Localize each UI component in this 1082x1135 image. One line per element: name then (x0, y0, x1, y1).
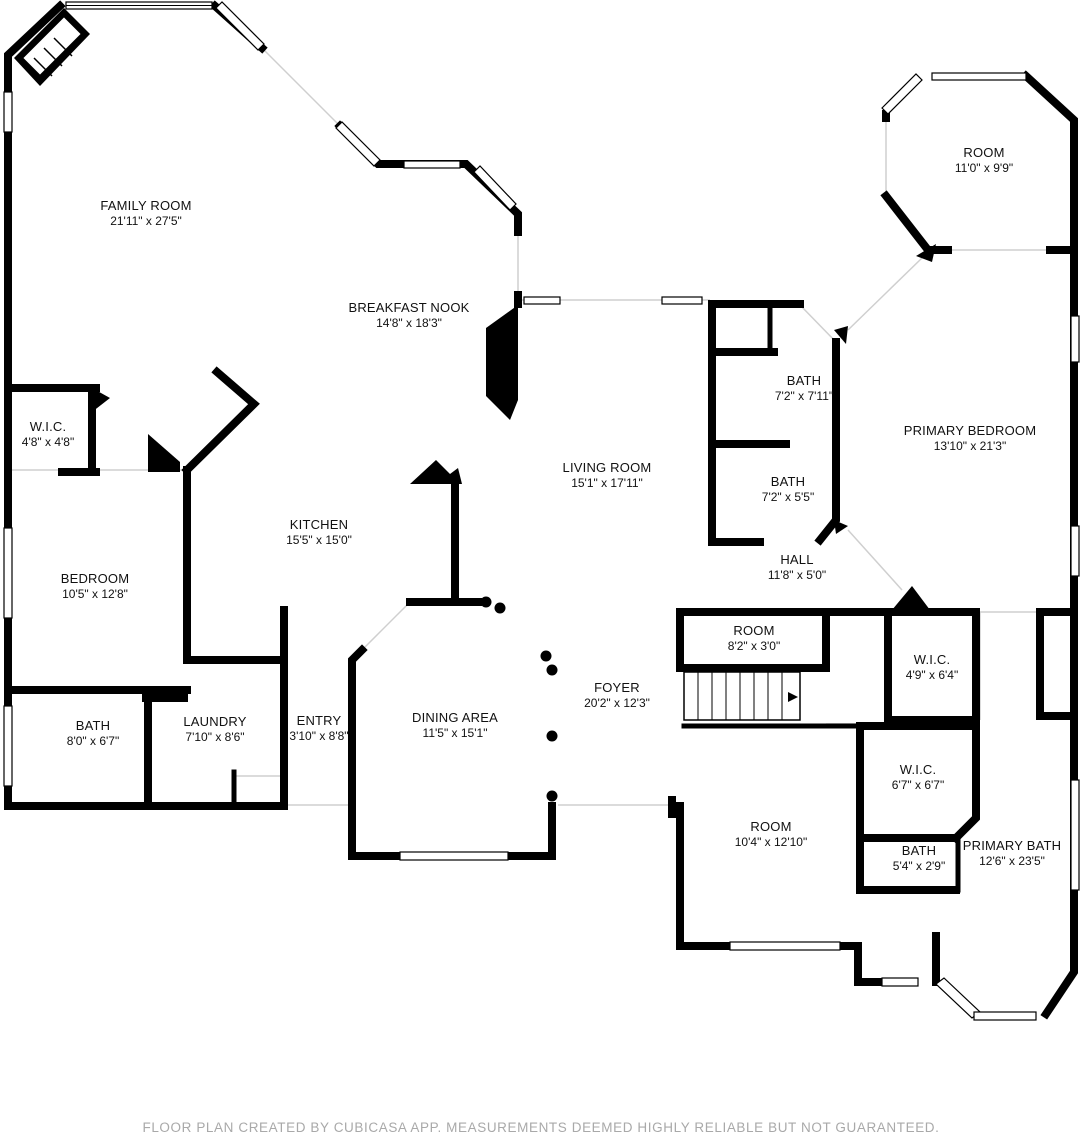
room-dims: 12'6" x 23'5" (979, 854, 1045, 868)
fixtures (14, 8, 936, 802)
room-name: ENTRY (297, 713, 342, 728)
room-dims: 11'0" x 9'9" (955, 161, 1013, 175)
room-name: LAUNDRY (183, 714, 246, 729)
room-dims: 7'2" x 5'5" (762, 490, 814, 504)
window (881, 977, 919, 987)
room-dims: 20'2" x 12'3" (584, 696, 650, 710)
room-dims: 7'2" x 7'11" (775, 389, 833, 403)
room-dims: 6'7" x 6'7" (892, 778, 944, 792)
window (1070, 525, 1080, 577)
window (1070, 779, 1080, 891)
wic-corner-notch (92, 388, 110, 412)
window (3, 91, 13, 133)
column (546, 664, 558, 676)
room-dims: 4'9" x 6'4" (906, 668, 958, 682)
room-name: KITCHEN (290, 517, 348, 532)
room-name: W.I.C. (900, 762, 937, 777)
window (881, 73, 923, 115)
room-dims: 21'11" x 27'5" (110, 214, 182, 228)
room-name: BATH (76, 718, 111, 733)
room-name: ROOM (750, 819, 791, 834)
window (523, 296, 561, 305)
room-dims: 15'5" x 15'0" (286, 533, 352, 547)
window (403, 160, 461, 169)
room-name: BATH (902, 843, 937, 858)
column (494, 602, 506, 614)
room-dims: 11'5" x 15'1" (423, 726, 488, 740)
room-name: BATH (787, 373, 822, 388)
room-dims: 8'0" x 6'7" (67, 734, 119, 748)
room-dims: 8'2" x 3'0" (728, 639, 780, 653)
window (215, 1, 265, 51)
room-name: FOYER (594, 680, 640, 695)
column (546, 730, 558, 742)
room-dims: 11'8" x 5'0" (768, 568, 826, 582)
hall-corner-block-2 (834, 520, 848, 534)
room-name: PRIMARY BATH (963, 838, 1061, 853)
hall-corner-block (892, 586, 930, 610)
window (729, 941, 841, 951)
room-dims: 5'4" x 2'9" (893, 859, 945, 873)
room-dims: 14'8" x 18'3" (376, 316, 442, 330)
staircase (683, 671, 801, 721)
window (1070, 315, 1080, 363)
window (973, 1011, 1037, 1021)
column (540, 650, 552, 662)
room-labels: FAMILY ROOM 21'11" x 27'5" BREAKFAST NOO… (22, 145, 1061, 873)
room-name: DINING AREA (412, 710, 498, 725)
bedroom-corner-block (916, 244, 936, 262)
window (661, 296, 703, 305)
room-name: BEDROOM (61, 571, 130, 586)
room-name: HALL (780, 552, 813, 567)
room-name: ROOM (963, 145, 1004, 160)
room-name: W.I.C. (914, 652, 951, 667)
kitchen-counter-block (410, 460, 462, 484)
window (931, 72, 1027, 81)
room-name: PRIMARY BEDROOM (904, 423, 1037, 438)
window (399, 851, 509, 861)
column (546, 790, 558, 802)
room-dims: 3'10" x 8'8" (289, 729, 348, 743)
room-dims: 10'5" x 12'8" (62, 587, 128, 601)
room-name: BREAKFAST NOOK (348, 300, 469, 315)
room-dims: 10'4" x 12'10" (735, 835, 808, 849)
window (335, 121, 381, 167)
window (473, 165, 517, 211)
room-name: ROOM (733, 623, 774, 638)
room-dims: 4'8" x 4'8" (22, 435, 74, 449)
nook-wall-block (486, 305, 518, 420)
room-dims: 13'10" x 21'3" (934, 439, 1007, 453)
windows (3, 1, 1080, 1021)
stair-arrow-icon (788, 692, 798, 702)
window (3, 705, 13, 787)
room-dims: 7'10" x 8'6" (185, 730, 244, 744)
column (480, 596, 492, 608)
room-name: FAMILY ROOM (100, 198, 191, 213)
room-name: W.I.C. (30, 419, 67, 434)
bath-corner-block-2 (834, 326, 848, 344)
room-name: BATH (771, 474, 806, 489)
room-dims: 15'1" x 17'11" (571, 476, 643, 490)
bath-corner-block (142, 688, 188, 702)
footer-disclaimer: FLOOR PLAN CREATED BY CUBICASA APP. MEAS… (142, 1120, 940, 1135)
room-name: LIVING ROOM (563, 460, 652, 475)
window (3, 527, 13, 619)
wic-corner-block (148, 434, 180, 472)
